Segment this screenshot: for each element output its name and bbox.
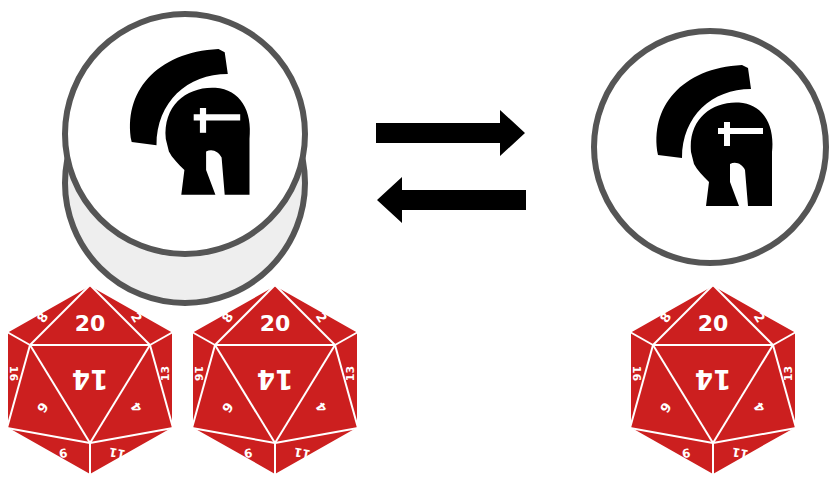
die-number: 13 (346, 365, 357, 380)
token (594, 31, 826, 263)
die-number: 16 (632, 365, 643, 380)
die-number: 9 (58, 446, 68, 459)
die-number: 11 (731, 446, 750, 461)
die-number: 16 (194, 365, 205, 380)
die-number: 14 (72, 366, 108, 392)
forward-arrow (376, 110, 525, 156)
die-number: 13 (784, 365, 795, 380)
d20-die: 208216131464911 (190, 283, 360, 477)
die-number: 20 (75, 313, 106, 335)
die-number: 14 (695, 366, 731, 392)
die-number: 20 (260, 313, 291, 335)
die-number: 20 (698, 313, 729, 335)
helmet-icon (130, 49, 250, 195)
die-number: 11 (293, 446, 312, 461)
token (65, 14, 305, 254)
die-number: 9 (681, 446, 691, 459)
die-number: 13 (161, 365, 172, 380)
die-number: 16 (9, 365, 20, 380)
die-number: 11 (108, 446, 127, 461)
die-number: 14 (257, 366, 293, 392)
d20-die: 208216131464911 (628, 283, 798, 477)
helmet-icon (657, 65, 773, 206)
reverse-arrow (377, 177, 526, 223)
d20-die: 208216131464911 (5, 283, 175, 477)
die-number: 9 (243, 446, 253, 459)
